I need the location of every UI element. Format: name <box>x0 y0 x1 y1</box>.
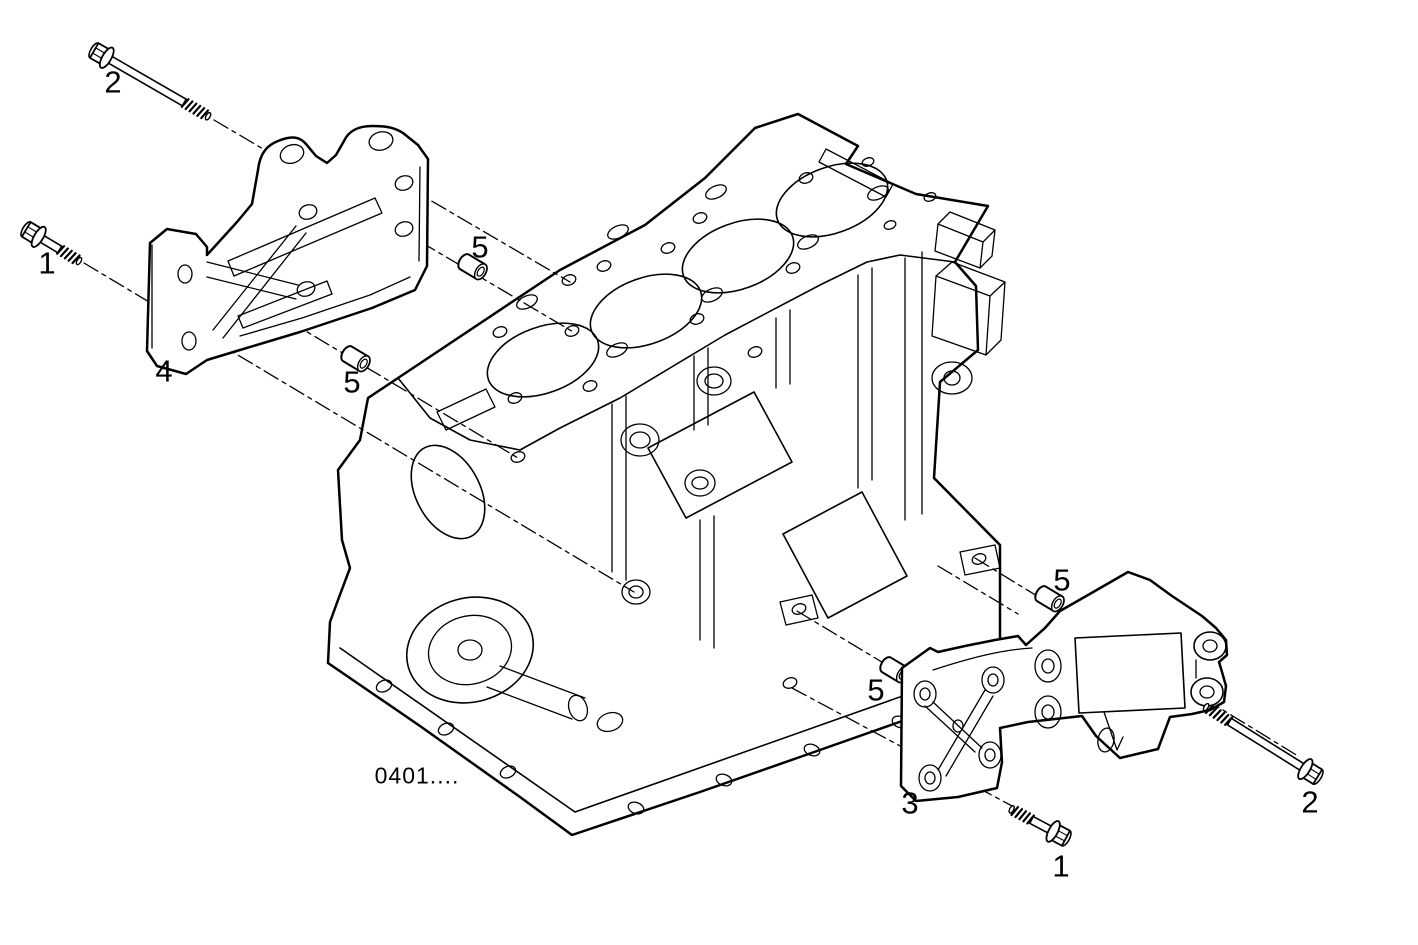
callout-dowel-5-left-upper: 5 <box>471 229 489 265</box>
mount-holes-left <box>510 274 651 605</box>
callout-dowel-5-right-lower: 5 <box>867 672 885 708</box>
bolt-short-right <box>1003 797 1076 852</box>
coolant-passages <box>516 184 889 358</box>
engine-block <box>326 112 1006 837</box>
callout-bolt-1-right: 1 <box>1052 848 1070 884</box>
front-bosses <box>620 366 732 497</box>
bolt-long-right <box>1197 695 1328 790</box>
callout-bracket-3: 3 <box>901 785 919 821</box>
mount-bracket-left <box>145 124 430 376</box>
cylinder-bores <box>486 162 889 398</box>
right-face-bosses <box>931 211 1006 395</box>
callout-dowel-5-left-lower: 5 <box>343 364 361 400</box>
callout-bracket-4: 4 <box>155 353 173 389</box>
water-pump-opening <box>405 596 624 733</box>
callout-bolt-1-left: 1 <box>38 245 56 281</box>
deck-holes <box>492 157 937 404</box>
callout-dowel-5-right-upper: 5 <box>1053 562 1071 598</box>
figure-code: 0401.... <box>374 762 460 789</box>
callout-bolt-2-right: 2 <box>1301 784 1319 820</box>
callout-bolt-2-left: 2 <box>104 64 122 100</box>
